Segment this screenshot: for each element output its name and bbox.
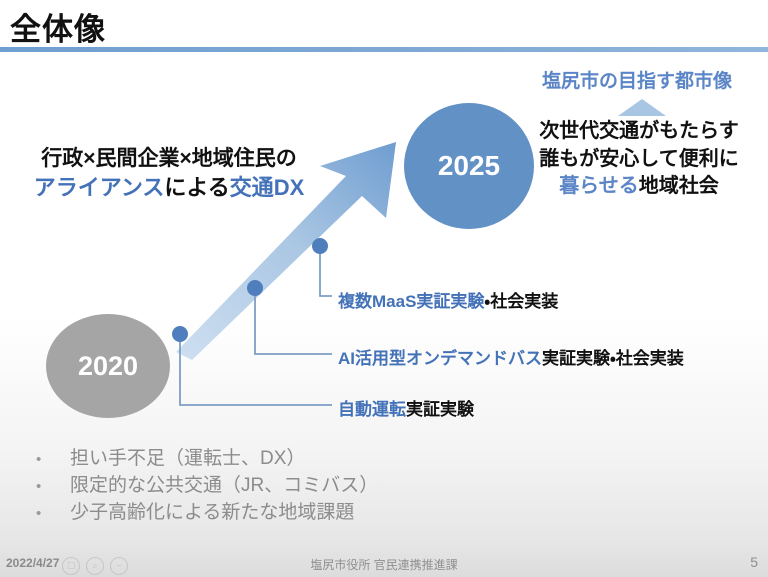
footer-organization: 塩尻市役所 官民連携推進課 xyxy=(310,558,458,572)
vision-statement: 次世代交通がもたらす 誰もが安心して便利に 暮らせる地域社会 xyxy=(512,118,766,201)
connector-line-maas xyxy=(319,248,332,297)
alliance-heading-line2: アライアンスによる交通DX xyxy=(14,173,324,202)
milestone-label-aibus: AI活用型オンデマンドバス実証実験・社会実装 xyxy=(338,344,684,369)
footer-page-number: 5 xyxy=(750,554,758,570)
milestone-label-maas: 複数MaaS実証実験・社会実装 xyxy=(338,287,558,312)
year-circle-start: 2020 xyxy=(46,314,170,418)
page-title: 全体像 xyxy=(10,12,106,47)
milestone-label-aibus-tail: 実証実験・社会実装 xyxy=(542,349,684,368)
bullet-glyph: • xyxy=(36,451,42,468)
alliance-heading-line1: 行政×民間企業×地域住民の xyxy=(41,147,297,170)
alliance-heading-dx: 交通DX xyxy=(229,174,305,200)
vision-line-1: 次世代交通がもたらす xyxy=(539,120,739,142)
issues-list: • 担い手不足（運転士、DX） • 限定的な公共交通（JR、コミバス） • 少子… xyxy=(36,443,516,524)
list-item-label: 少子高齢化による新たな地域課題 xyxy=(70,502,355,523)
player-overlay-controls[interactable]: ☐ ⌕ − xyxy=(62,557,128,575)
milestone-label-aibus-highlight: AI活用型オンデマンドバス xyxy=(338,349,542,368)
vision-line-3: 暮らせる地域社会 xyxy=(512,173,766,201)
year-circle-end: 2025 xyxy=(404,103,534,229)
vision-line-3-highlight: 暮らせる xyxy=(559,175,639,198)
list-item: • 担い手不足（運転士、DX） xyxy=(36,443,516,470)
vision-line-2: 誰もが安心して便利に xyxy=(539,147,739,170)
capture-icon[interactable]: ☐ xyxy=(62,557,80,575)
milestone-label-maas-highlight: 複数MaaS実証実験 xyxy=(338,292,485,311)
zoom-in-icon[interactable]: ⌕ xyxy=(86,557,104,575)
milestone-dot-autodrive xyxy=(172,326,188,342)
zoom-out-icon[interactable]: − xyxy=(110,557,128,575)
alliance-heading-alliance: アライアンス xyxy=(33,174,165,200)
list-item-label: 限定的な公共交通（JR、コミバス） xyxy=(70,475,379,496)
bullet-glyph: • xyxy=(36,478,42,495)
list-item: • 限定的な公共交通（JR、コミバス） xyxy=(36,470,516,497)
title-divider xyxy=(0,47,768,52)
connector-line-aibus xyxy=(254,290,332,355)
list-item-label: 担い手不足（運転士、DX） xyxy=(70,448,306,469)
footer-date: 2022/4/27 xyxy=(6,556,60,570)
triangle-up-icon xyxy=(618,99,666,116)
bullet-glyph: • xyxy=(36,505,42,522)
milestone-label-autodrive-highlight: 自動運転 xyxy=(338,400,406,419)
milestone-dot-maas xyxy=(312,238,328,254)
milestone-label-autodrive-tail: 実証実験 xyxy=(406,400,474,419)
milestone-label-maas-tail: ・社会実装 xyxy=(484,292,559,311)
list-item: • 少子高齢化による新たな地域課題 xyxy=(36,497,516,524)
milestone-label-autodrive: 自動運転実証実験 xyxy=(338,395,474,420)
connector-line-autodrive xyxy=(179,336,332,406)
milestone-dot-aibus xyxy=(247,280,263,296)
vision-title: 塩尻市の目指す都市像 xyxy=(541,71,732,92)
alliance-heading: 行政×民間企業×地域住民の アライアンスによる交通DX xyxy=(14,145,324,202)
alliance-heading-niyoru: による xyxy=(164,174,230,200)
vision-line-3-tail: 地域社会 xyxy=(638,175,719,198)
